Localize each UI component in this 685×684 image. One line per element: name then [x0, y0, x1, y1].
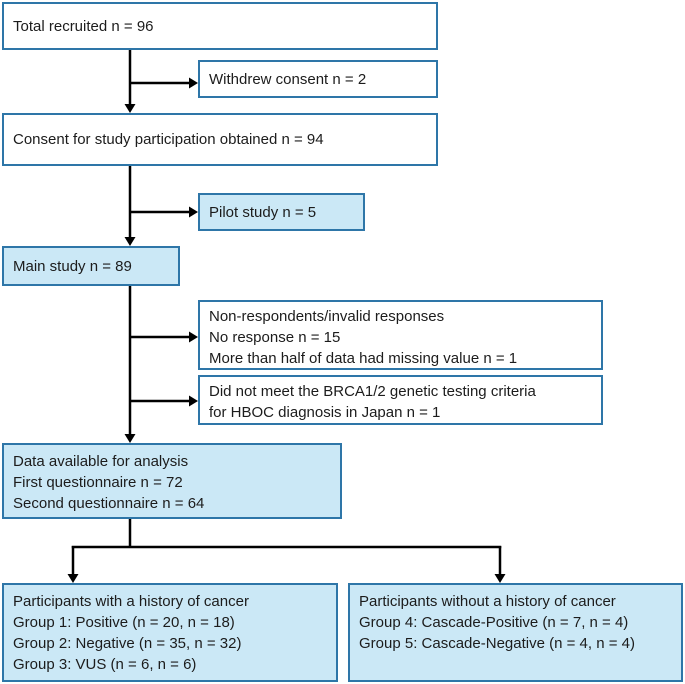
box-total-recruited: Total recruited n = 96 [2, 2, 438, 50]
connector-consent-to-main [124, 166, 136, 246]
box-line: Group 1: Positive (n = 20, n = 18) [13, 614, 235, 631]
box-line: Pilot study n = 5 [209, 203, 317, 221]
box-line: No response n = 15 [209, 329, 341, 346]
box-line: Group 5: Cascade-Negative (n = 4, n = 4) [359, 635, 635, 652]
box-data-available: Data available for analysis First questi… [2, 443, 342, 519]
box-consent-obtained: Consent for study participation obtained… [2, 113, 438, 166]
box-line: for HBOC diagnosis in Japan n = 1 [209, 404, 441, 421]
box-line: Data available for analysis [13, 453, 189, 470]
box-main-study: Main study n = 89 [2, 246, 180, 286]
box-line: More than half of data had missing value… [209, 350, 518, 367]
box-brca-criteria: Did not meet the BRCA1/2 genetic testing… [198, 375, 603, 425]
box-withdrew-consent: Withdrew consent n = 2 [198, 60, 438, 98]
box-line: Participants without a history of cancer [359, 593, 616, 610]
box-without-history-of-cancer: Participants without a history of cancer… [348, 583, 683, 682]
box-line: Second questionnaire n = 64 [13, 495, 205, 512]
box-line: Withdrew consent n = 2 [209, 70, 367, 88]
box-line: Group 4: Cascade-Positive (n = 7, n = 4) [359, 614, 629, 631]
box-with-history-of-cancer: Participants with a history of cancer Gr… [2, 583, 338, 682]
box-line: Group 3: VUS (n = 6, n = 6) [13, 656, 197, 673]
connector-to-non-respondents [130, 331, 198, 343]
connector-to-withdrew [130, 77, 198, 89]
box-line: Consent for study participation obtained… [13, 131, 324, 148]
connector-to-without-history [494, 546, 506, 583]
connector-to-with-history [67, 546, 79, 583]
box-line: Participants with a history of cancer [13, 593, 249, 610]
box-line: Main study n = 89 [13, 257, 132, 275]
box-line: Did not meet the BRCA1/2 genetic testing… [209, 383, 536, 400]
box-line: Non-respondents/invalid responses [209, 308, 445, 325]
box-non-respondents: Non-respondents/invalid responses No res… [198, 300, 603, 370]
box-line: Group 2: Negative (n = 35, n = 32) [13, 635, 242, 652]
connector-to-pilot [130, 206, 198, 218]
box-line: Total recruited n = 96 [13, 17, 154, 35]
connector-total-to-consent [124, 50, 136, 113]
box-pilot-study: Pilot study n = 5 [198, 193, 365, 231]
connector-main-to-data [124, 286, 136, 443]
box-line: First questionnaire n = 72 [13, 474, 183, 491]
connector-data-to-split [71, 519, 502, 549]
connector-to-brca-criteria [130, 395, 198, 407]
